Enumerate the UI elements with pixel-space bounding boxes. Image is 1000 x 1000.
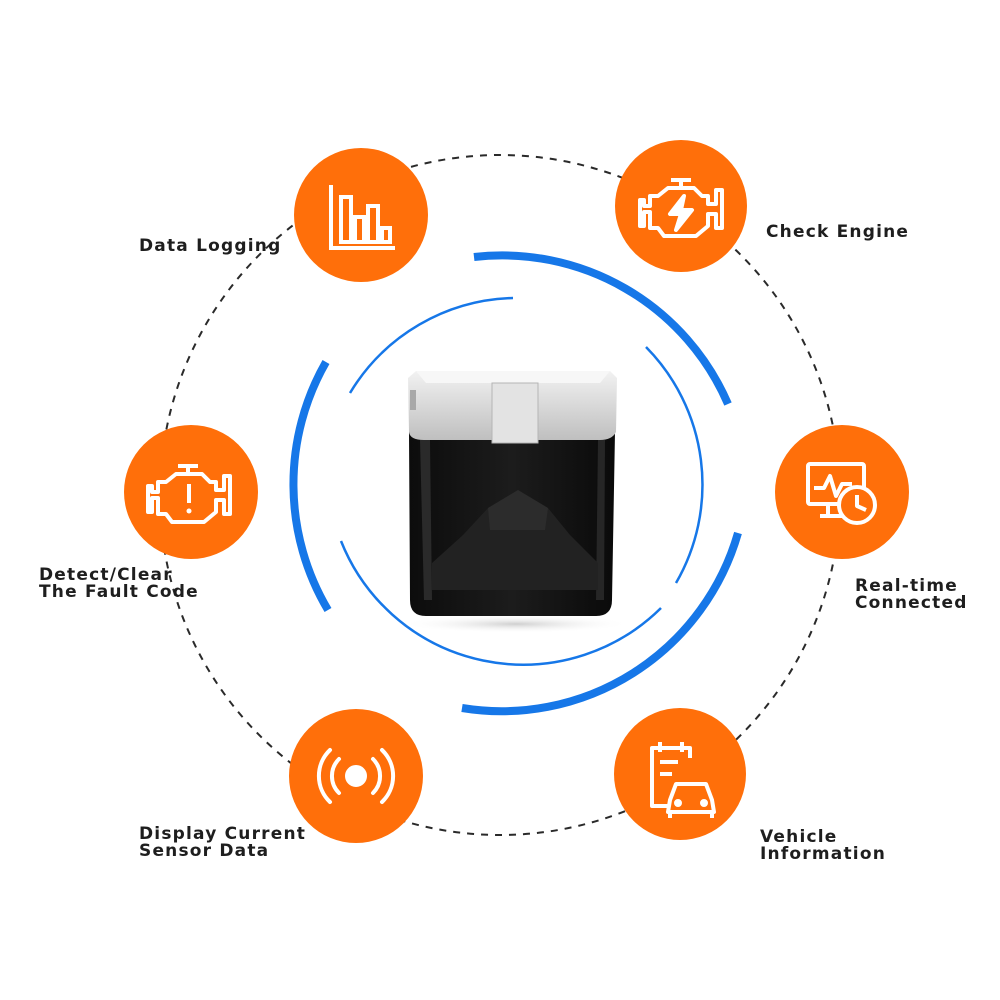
- outer-arc-left: [289, 360, 332, 613]
- feature-circle-check-engine: [615, 140, 747, 272]
- label-fault-code: Detect/Clear The Fault Code: [39, 567, 199, 601]
- blue-rings: [289, 251, 742, 716]
- label-line: Real-time: [855, 576, 958, 596]
- label-check-engine: Check Engine: [766, 224, 909, 241]
- label-realtime: Real-time Connected: [855, 578, 968, 612]
- label-line: Display Current: [139, 824, 307, 844]
- label-line: The Fault Code: [39, 582, 199, 602]
- bar-chart-icon: [329, 185, 395, 250]
- label-line: Sensor Data: [139, 841, 270, 861]
- device-pyramid: [432, 490, 598, 590]
- obd-device-image: [401, 371, 631, 633]
- feature-circle-realtime: [775, 425, 909, 559]
- feature-circle-fault-code: [124, 425, 258, 559]
- label-line: Vehicle: [760, 827, 838, 847]
- label-line: Detect/Clear: [39, 565, 173, 585]
- signal-waves-icon: [316, 748, 396, 804]
- label-line: Information: [760, 844, 887, 864]
- engine-warning-icon: [146, 464, 232, 524]
- feature-circle-vehicle: [614, 708, 746, 840]
- label-line: Data Logging: [139, 236, 282, 256]
- label-line: Check Engine: [766, 222, 910, 242]
- feature-circle-data-logging: [294, 148, 428, 282]
- label-sensor: Display Current Sensor Data: [139, 826, 306, 860]
- label-vehicle: Vehicle Information: [760, 829, 886, 863]
- label-line: Connected: [855, 593, 968, 613]
- feature-circle-sensor: [289, 709, 423, 843]
- outer-arc-top: [473, 251, 732, 406]
- label-data-logging: Data Logging: [139, 238, 281, 255]
- inner-arc-top: [348, 296, 514, 394]
- inner-arc-right: [645, 346, 704, 584]
- inner-arc-bottom: [339, 540, 662, 666]
- outer-arc-bottom: [461, 531, 742, 716]
- monitor-clock-icon: [806, 462, 877, 525]
- engine-lightning-icon: [638, 178, 724, 238]
- clipboard-car-icon: [650, 742, 716, 818]
